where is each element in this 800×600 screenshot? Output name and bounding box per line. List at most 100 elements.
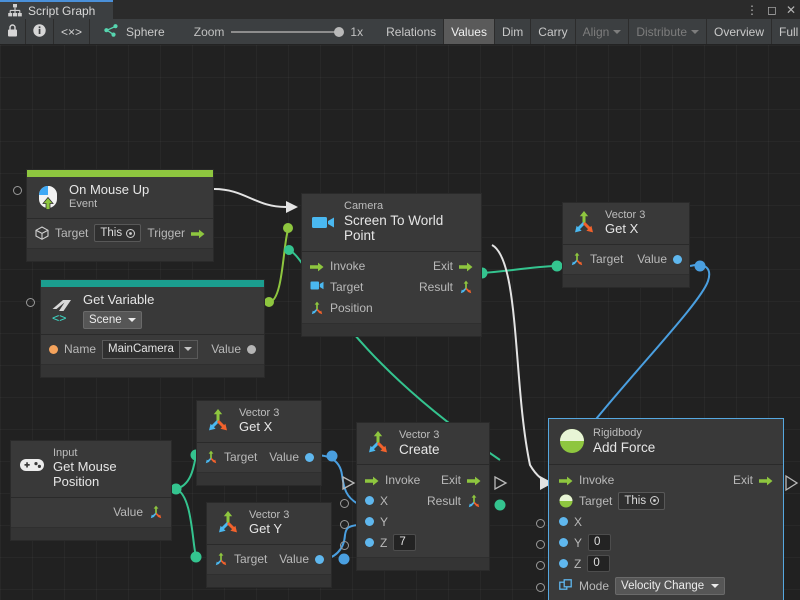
row-right-exit[interactable]: Exit [733,473,773,487]
tab-label: Script Graph [28,3,96,18]
row-z[interactable]: Z 7 [357,532,489,553]
toolbar-dim-button[interactable]: Dim [495,19,532,44]
node-vector3-get-x-mid[interactable]: Vector 3 Get X Target Value [196,400,322,486]
row-right-value[interactable]: Value [279,552,324,566]
target-this-chip[interactable]: This [618,491,666,510]
row-x[interactable]: X [549,511,783,532]
target-this-chip[interactable]: This [94,224,142,243]
info-button[interactable] [26,19,54,44]
tab-script-graph[interactable]: Script Graph [0,0,113,19]
toolbar-overview-button[interactable]: Overview [707,19,773,44]
row-target[interactable]: Target Result [302,277,481,298]
node-title: Get X [605,220,639,236]
close-icon[interactable]: ✕ [785,2,796,17]
node-title: Create [399,441,440,457]
row-right-exit[interactable]: Exit [433,259,473,273]
graph-object-field[interactable]: Sphere [90,19,172,44]
port-rigidbody-y[interactable] [536,540,545,549]
row-z[interactable]: Z 0 [549,553,783,574]
variable-name-select[interactable]: MainCamera [102,339,198,359]
row-mode[interactable]: Mode Velocity Change [549,574,783,597]
port-create-z[interactable] [340,541,349,550]
node-screen-to-world-point[interactable]: Camera Screen To World Point Invoke Exit [301,193,482,337]
row-label-z: Z [380,535,388,550]
toolbar-align-dropdown[interactable]: Align [576,19,630,44]
row-y[interactable]: Y 0 [549,532,783,553]
port-rigidbody-z[interactable] [536,561,545,570]
kebab-menu-icon[interactable]: ⋮ [745,2,758,17]
graph-icon [8,4,22,17]
node-footer [563,273,689,287]
node-subtitle: Input [53,447,78,459]
toolbar-values-button[interactable]: Values [444,19,495,44]
graph-canvas[interactable]: On Mouse Up Event Target This [0,45,800,600]
code-view-button[interactable]: <×> [54,19,91,44]
flow-arrow-icon [191,228,205,239]
z-value-input[interactable]: 7 [393,534,417,552]
row-label-x: X [380,493,389,508]
chevron-down-icon[interactable] [179,339,198,359]
row-target[interactable]: Target Value [197,447,321,468]
row-label-y: Y [380,514,389,529]
row-right-value[interactable]: Value [637,252,682,266]
zoom-label: Zoom [193,24,225,39]
row-invoke[interactable]: Invoke Exit [357,469,489,490]
zoom-slider-knob[interactable] [334,26,345,37]
row-target[interactable]: Target Value [207,549,331,570]
node-header: Vector 3 Create [357,423,489,466]
node-on-mouse-up[interactable]: On Mouse Up Event Target This [26,169,214,262]
row-label-target: Target [330,280,364,295]
node-get-variable[interactable]: <> Get Variable Scene Name MainCamera [40,279,265,378]
row-right-result[interactable]: Result [427,494,481,508]
orange-dot-port-icon [49,344,58,354]
row-label-invoke: Invoke [385,472,421,487]
toolbar-relations-button[interactable]: Relations [379,19,445,44]
gray-dot-port-icon [247,344,256,354]
z-value-input[interactable]: 0 [587,555,611,573]
row-name[interactable]: Name MainCamera Value [41,339,264,360]
row-right-result[interactable]: Result [419,280,473,294]
flow-arrow-icon [759,475,773,486]
node-vector3-get-x-top[interactable]: Vector 3 Get X Target Value [562,202,690,288]
row-right-exit[interactable]: Exit [441,473,481,487]
zoom-control[interactable]: Zoom 1x [172,19,373,44]
row-position[interactable]: Position [302,298,481,319]
port-create-y[interactable] [340,520,349,529]
row-target[interactable]: Target This Trigger [27,223,213,244]
row-value[interactable]: Value [11,502,171,523]
row-invoke[interactable]: Invoke Exit [302,256,481,277]
port-on-mouse-up-target[interactable] [13,186,22,195]
node-vector3-create[interactable]: Vector 3 Create Invoke Exit [356,422,490,572]
row-right-value[interactable]: Value [269,450,314,464]
zoom-slider[interactable] [231,26,345,37]
row-invoke[interactable]: Invoke Exit [549,469,783,490]
row-right-value[interactable]: Value [211,342,256,356]
maximize-icon[interactable]: ◻ [766,2,777,17]
y-value-input[interactable]: 0 [588,534,612,552]
row-right-trigger[interactable]: Trigger [147,226,205,240]
port-create-x[interactable] [340,499,349,508]
row-label-y: Y [574,535,583,550]
row-label-exit: Exit [732,472,753,487]
row-y[interactable]: Y [357,511,489,532]
node-input-get-mouse-position[interactable]: Input Get Mouse Position Value [10,440,172,541]
node-titles: Vector 3 Get X [605,209,645,237]
port-rigidbody-x[interactable] [536,519,545,528]
node-vector3-get-y[interactable]: Vector 3 Get Y Target Value [206,502,332,588]
row-right-value[interactable]: Value [113,505,163,519]
row-target[interactable]: Target Value [563,249,689,270]
port-rigidbody-mode[interactable] [536,583,545,592]
row-target[interactable]: Target This [549,490,783,511]
row-x[interactable]: X Result [357,490,489,511]
node-subtitle: Vector 3 [399,429,440,441]
node-rigidbody-add-force[interactable]: Rigidbody Add Force Invoke Exit [548,418,784,600]
toolbar-distribute-dropdown[interactable]: Distribute [629,19,707,44]
vector3-icon [214,552,228,566]
force-mode-dropdown[interactable]: Velocity Change [615,576,726,595]
variable-kind-dropdown[interactable]: Scene [83,310,142,329]
toolbar-carry-button[interactable]: Carry [531,19,576,44]
port-get-variable-name[interactable] [26,298,35,307]
lock-button[interactable] [0,19,26,44]
row-label-value: Value [211,342,241,357]
toolbar-fullscreen-button[interactable]: Full Screen [772,19,800,44]
